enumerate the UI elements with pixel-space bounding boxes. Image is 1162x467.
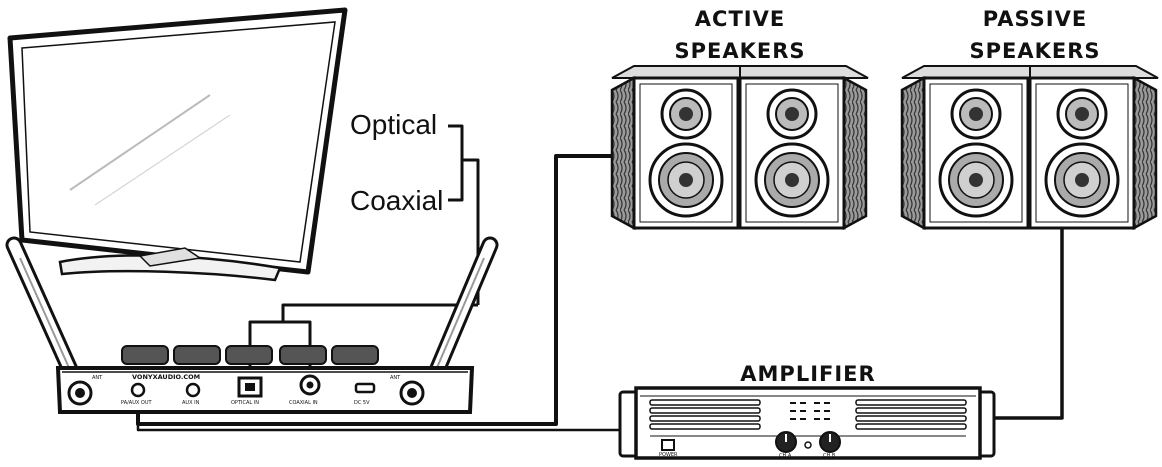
amplifier-meters	[790, 402, 830, 420]
active-heading-line2: SPEAKERS	[674, 39, 805, 63]
passive-heading-line2: SPEAKERS	[969, 39, 1100, 63]
tv-icon	[7, 7, 348, 282]
coaxial-label: Coaxial	[350, 185, 443, 216]
speaker-headings: ACTIVE SPEAKERS PASSIVE SPEAKERS	[674, 7, 1100, 63]
port-label-optical-in: OPTICAL IN	[231, 400, 259, 406]
port-label-dc-in: DC 5V	[354, 400, 370, 406]
optical-coaxial-bracket	[448, 124, 464, 202]
active-speakers-icon	[610, 65, 869, 230]
port-label-aux-in: AUX IN	[182, 400, 200, 406]
receiver-top-knobs	[121, 345, 379, 365]
amplifier-power-switch	[661, 439, 675, 451]
port-label-aux-out: PA/AUX OUT	[121, 400, 152, 406]
amplifier-vent-right	[855, 399, 967, 430]
amplifier-vent-left	[649, 399, 761, 430]
ant-right-label: ANT	[390, 375, 401, 381]
amplifier-knob-right-label: CH B	[823, 453, 836, 459]
aux-in-port	[185, 382, 201, 398]
passive-heading-line1: PASSIVE	[983, 7, 1087, 31]
optical-label: Optical	[350, 109, 437, 140]
passive-speakers-icon	[900, 65, 1159, 230]
receiver-brand: VONYXAUDIO.COM	[132, 373, 200, 381]
active-heading-line1: ACTIVE	[695, 7, 785, 31]
amplifier-heading: AMPLIFIER	[740, 362, 875, 386]
amplifier-icon: POWER CH A CH B	[618, 386, 996, 460]
passive-speaker-cable	[992, 218, 1064, 420]
signal-labels: Optical Coaxial	[350, 109, 443, 216]
port-label-coaxial-in: COAXIAL IN	[289, 400, 318, 406]
ant-left-label: ANT	[92, 375, 103, 381]
aux-out-port	[130, 382, 146, 398]
wireless-receiver: ANT ANT VONYXAUDIO.COM PA/AUX OUT AUX IN…	[5, 236, 499, 414]
amplifier-knob-left-label: CH A	[779, 453, 792, 459]
dc-in-port	[354, 382, 376, 394]
amplifier-power-label: POWER	[659, 452, 678, 458]
